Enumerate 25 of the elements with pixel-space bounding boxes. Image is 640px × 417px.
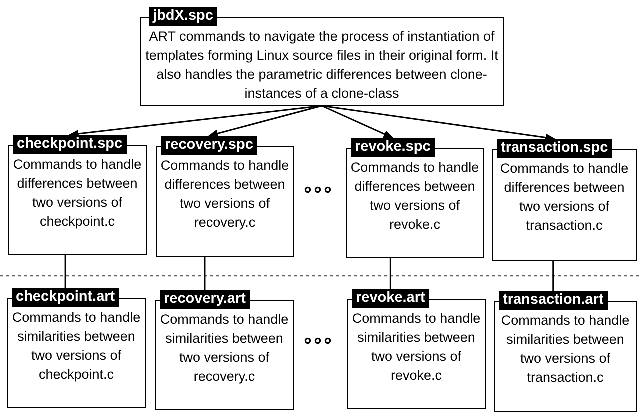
file-name-label: transaction.art [499,291,608,310]
file-name-label: transaction.spc [497,139,612,158]
arrow [322,105,556,142]
description-text: Commands to handle differences between two versions of recovery.c [160,157,290,232]
connector-line [390,258,392,289]
description-text: Commands to handle similarities between two versions of recovery.c [159,311,290,386]
description-text: Commands to handle differences between two versions of revoke.c [350,159,480,234]
description-text: Commands to handle differences between two versions of transaction.c [499,160,630,235]
file-name-label: jbdX.spc [149,7,218,26]
description-text: Commands to handle similarities between two versions of transaction.c [500,312,631,387]
arrow [208,105,322,138]
description-text: Commands to handle similarities between two versions of checkpoint.c [11,309,142,384]
file-name-label: revoke.spc [351,138,435,157]
description-text: Commands to handle differences between two versions of checkpoint.c [12,156,143,231]
file-name-label: revoke.art [352,289,430,308]
description-text: ART commands to navigate the process of instantiation of templates forming Linux source files in their original form. It also handles the parametric differences between clone-instances of a clone-class [144,28,500,103]
file-name-label: checkpoint.art [12,288,120,307]
file-name-label: recovery.spc [161,136,258,155]
file-name-label: checkpoint.spc [13,135,127,154]
description-text: Commands to handle similarities between two versions of revoke.c [351,310,482,385]
arrow [322,105,394,139]
file-name-label: recovery.art [160,290,250,309]
connector-line [552,261,554,291]
connector-line [64,255,66,288]
connector-line [204,257,206,290]
